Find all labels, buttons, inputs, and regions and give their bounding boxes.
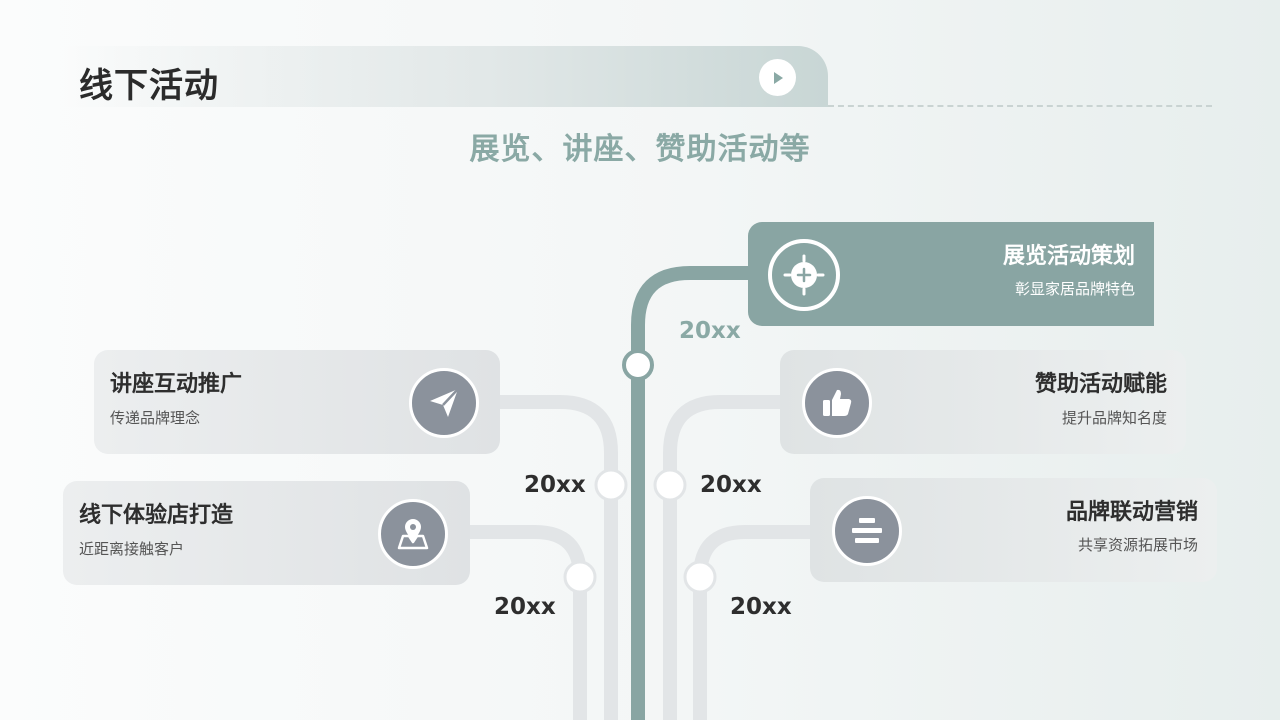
card-title: 品牌联动营销 [1065,500,1198,525]
map-pin-icon [397,519,429,550]
card-brand[interactable]: 品牌联动营销 共享资源拓展市场 [810,478,1217,582]
paper-plane-icon [430,388,459,417]
map-pin-icon-circle [378,499,448,569]
card-desc: 传递品牌理念 [110,409,201,427]
card-lecture[interactable]: 讲座互动推广 传递品牌理念 [94,350,500,454]
card-title: 展览活动策划 [1002,244,1135,269]
card-title: 线下体验店打造 [79,503,234,528]
stack-icon-circle [832,496,902,566]
card-title: 讲座互动推广 [110,372,243,397]
card-title: 赞助活动赋能 [1034,372,1167,397]
track-sponsor [663,395,780,720]
timeline-node-exhibition [622,349,654,381]
card-desc: 彰显家居品牌特色 [1014,280,1135,298]
card-exhibition[interactable]: 展览活动策划 彰显家居品牌特色 [748,222,1154,326]
thumbs-up-icon [823,389,852,416]
timeline-node-sponsor [653,468,687,502]
card-desc: 提升品牌知名度 [1061,409,1167,427]
track-exhibition [631,266,755,720]
year-label-brand: 20xx [730,594,792,620]
card-store[interactable]: 线下体验店打造 近距离接触客户 [63,481,470,585]
timeline-node-store [563,560,597,594]
dashed-divider [828,105,1212,107]
year-label-lecture: 20xx [524,472,586,498]
paper-plane-icon-circle [409,368,479,438]
page-subtitle: 展览、讲座、赞助活动等 [469,132,811,167]
thumbs-up-icon-circle [802,368,872,438]
play-button[interactable] [759,59,796,96]
card-desc: 共享资源拓展市场 [1077,536,1198,554]
track-brand [693,525,810,720]
track-store [470,525,587,720]
stack-icon [852,518,882,543]
card-sponsor[interactable]: 赞助活动赋能 提升品牌知名度 [780,350,1186,454]
page-title: 线下活动 [79,66,219,106]
timeline-node-brand [683,560,717,594]
title-bar [63,46,828,107]
target-icon [783,254,825,296]
target-icon-circle [768,239,840,311]
year-label-store: 20xx [494,594,556,620]
card-desc: 近距离接触客户 [79,540,185,558]
play-icon [773,71,783,84]
timeline-node-lecture [594,468,628,502]
year-label-exhibition: 20xx [679,318,741,344]
year-label-sponsor: 20xx [700,472,762,498]
track-lecture [500,395,618,720]
